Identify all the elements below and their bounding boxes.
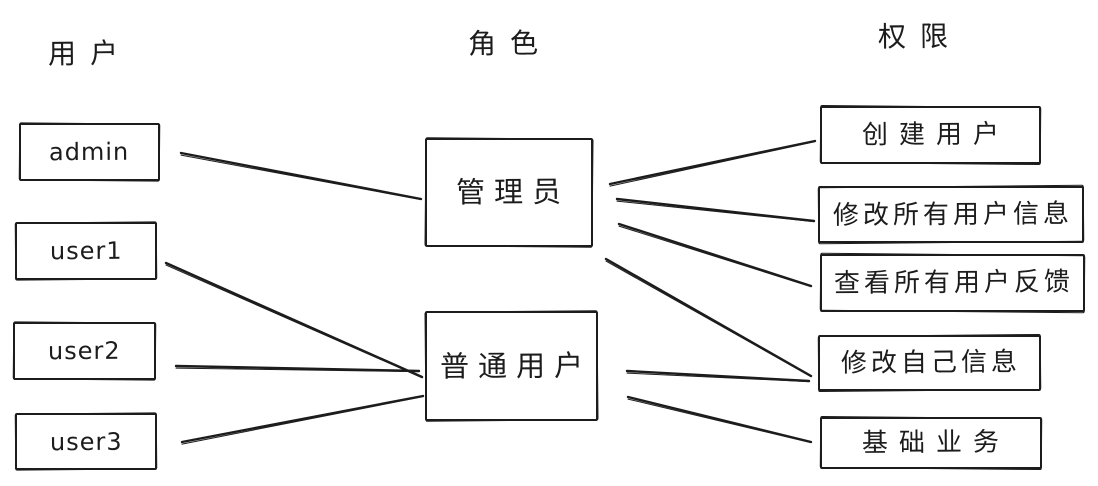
edge-user-admin-to-role-admin-echo — [180, 154, 422, 201]
node-perm-create-user-label: 创建用户 — [861, 119, 1011, 151]
node-perm-edit-self: 修改自己信息 — [818, 335, 1041, 391]
edge-role-admin-to-perm-create-user-echo — [609, 141, 816, 187]
edge-role-normal-to-perm-edit-self-echo — [626, 372, 810, 383]
node-role-admin-label: 管理员 — [456, 174, 571, 210]
node-user-2-label: user2 — [48, 336, 121, 366]
edge-role-normal-to-perm-basic-business-echo — [627, 398, 812, 444]
edge-role-admin-to-perm-view-all-feedback-echo — [618, 225, 812, 288]
node-user-1-label: user1 — [49, 236, 123, 266]
edge-role-admin-to-perm-edit-self-echo — [605, 260, 812, 378]
edge-user-3-to-role-normal-echo — [181, 396, 424, 445]
node-perm-edit-all-users: 修改所有用户信息 — [818, 186, 1084, 243]
node-perm-view-all-feedback-label: 查看所有用户反馈 — [834, 267, 1075, 299]
column-title-permissions: 权限 — [877, 19, 963, 54]
column-title-users: 用户 — [47, 36, 133, 71]
edge-role-admin-to-perm-edit-all-users — [615, 197, 816, 223]
edge-role-admin-to-perm-edit-all-users-echo — [616, 200, 815, 223]
node-user-admin-label: admin — [49, 137, 130, 167]
node-perm-basic-business-label: 基础业务 — [862, 427, 1011, 459]
edge-user-admin-to-role-admin — [179, 151, 423, 201]
edge-role-normal-to-perm-edit-self — [625, 369, 811, 383]
node-role-admin: 管理员 — [425, 138, 593, 247]
node-perm-view-all-feedback: 查看所有用户反馈 — [820, 254, 1085, 312]
node-perm-create-user: 创建用户 — [820, 106, 1041, 164]
node-perm-edit-all-users-label: 修改所有用户信息 — [832, 198, 1074, 231]
node-perm-edit-self-label: 修改自己信息 — [841, 347, 1022, 379]
edge-user-1-to-role-normal — [164, 261, 424, 379]
edge-role-admin-to-perm-view-all-feedback — [617, 222, 813, 288]
node-perm-basic-business: 基础业务 — [820, 417, 1042, 469]
node-role-normal-label: 普通用户 — [439, 347, 593, 384]
node-user-2: user2 — [13, 322, 156, 380]
node-user-1: user1 — [15, 222, 157, 280]
edge-role-admin-to-perm-edit-self — [604, 257, 813, 378]
node-user-3-label: user3 — [49, 427, 123, 456]
edge-role-admin-to-perm-create-user — [608, 139, 817, 186]
node-user-admin: admin — [19, 123, 160, 181]
edge-role-normal-to-perm-basic-business — [626, 395, 813, 444]
edge-user-2-to-role-normal — [174, 364, 421, 373]
column-title-roles: 角色 — [467, 26, 553, 61]
node-role-normal: 普通用户 — [425, 311, 598, 421]
node-user-3: user3 — [15, 413, 157, 470]
edge-user-3-to-role-normal — [180, 394, 425, 444]
edge-user-2-to-role-normal-echo — [175, 367, 420, 373]
edge-user-1-to-role-normal-echo — [165, 264, 423, 379]
